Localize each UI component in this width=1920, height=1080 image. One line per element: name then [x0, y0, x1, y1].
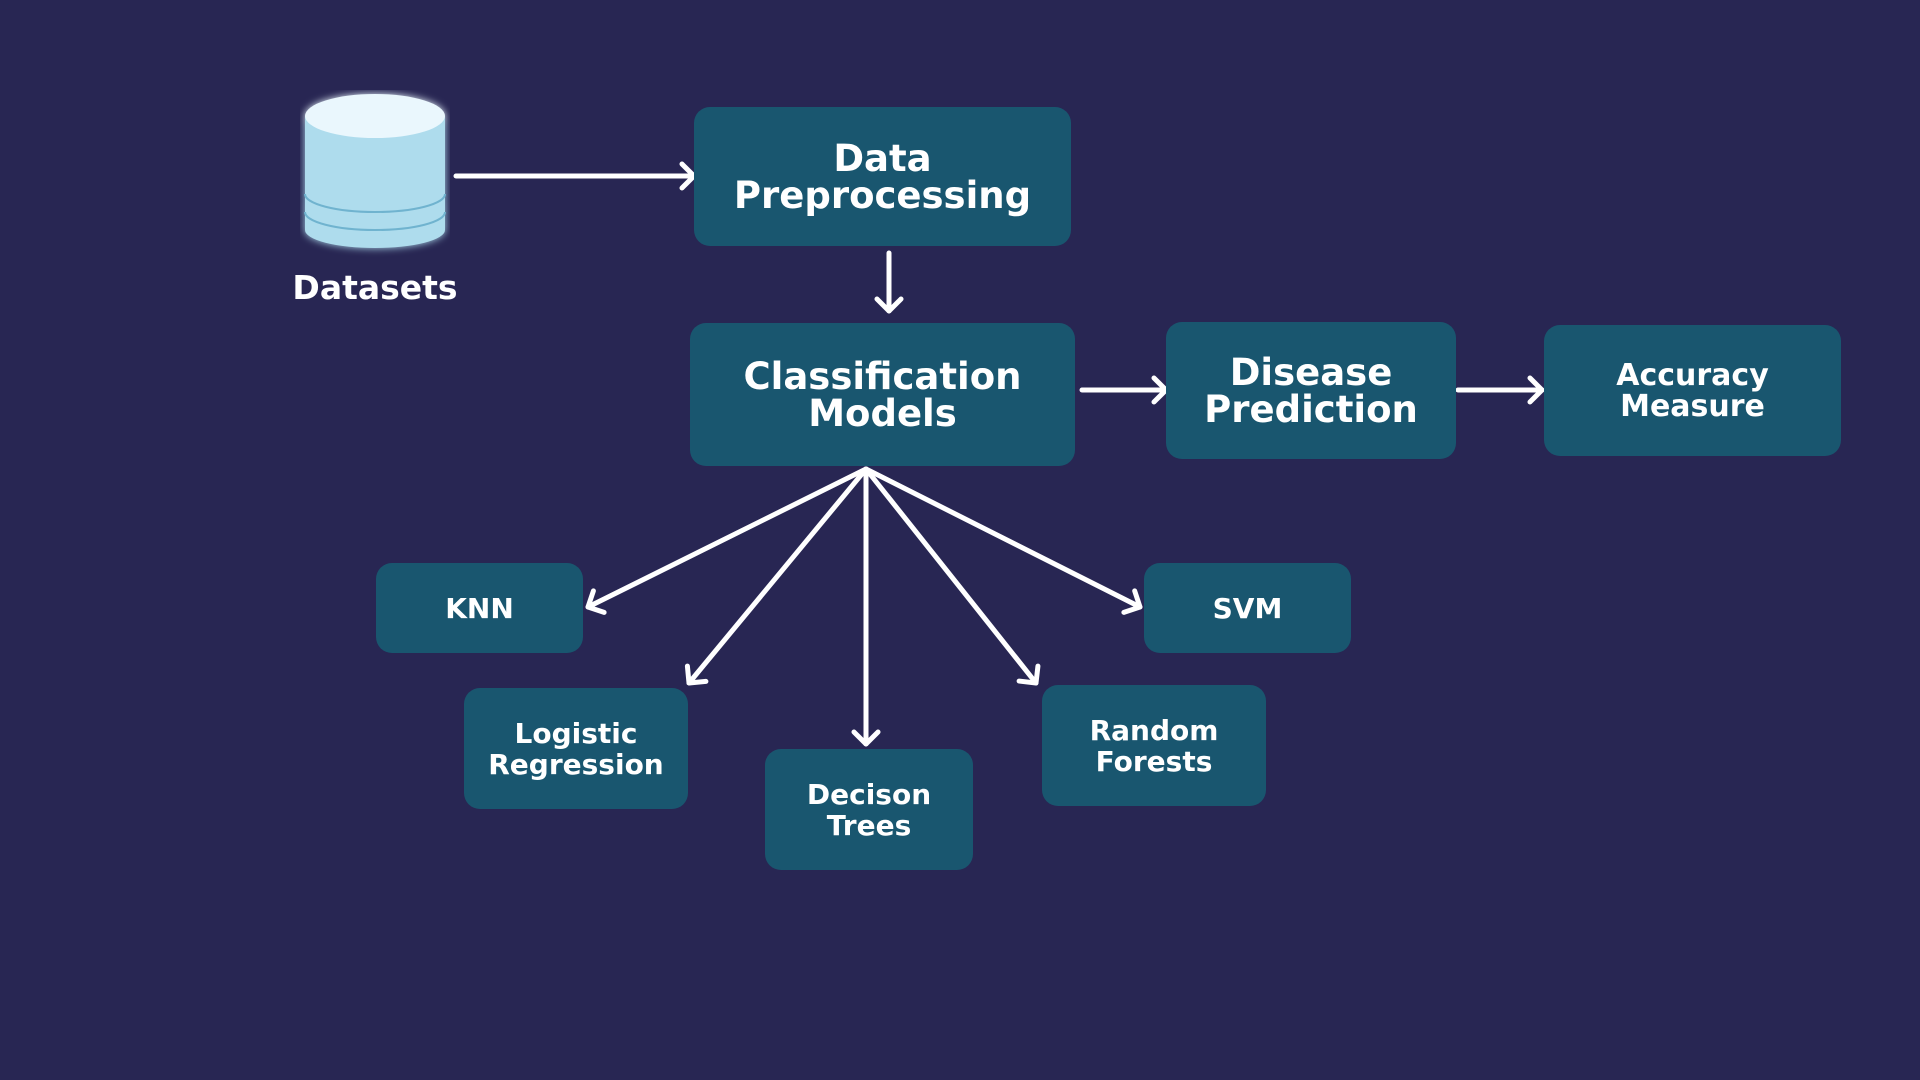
random-forests-label: Random Forests — [1089, 713, 1219, 778]
disease-prediction-label: Disease Prediction — [1204, 350, 1418, 431]
logistic-regression-node: Logistic Regression — [464, 688, 688, 809]
svm-label: SVM — [1212, 591, 1283, 625]
decision-trees-node: Decison Trees — [765, 749, 973, 870]
decision-trees-label: Decison Trees — [806, 777, 932, 842]
database-top — [305, 94, 445, 138]
accuracy-measure-label: Accuracy Measure — [1616, 357, 1769, 424]
edge-line — [863, 466, 1039, 686]
knn-label: KNN — [445, 591, 514, 625]
classification-models-node: Classification Models — [690, 323, 1075, 466]
edge-classification-models-to-svm — [863, 466, 1143, 615]
accuracy-measure-node: Accuracy Measure — [1544, 325, 1841, 456]
edge-line — [585, 466, 869, 610]
arrowhead-icon — [851, 729, 881, 747]
edge-line — [863, 466, 1143, 610]
arrowhead-icon — [585, 588, 607, 615]
logistic-regression-label: Logistic Regression — [488, 716, 664, 781]
random-forests-node: Random Forests — [1042, 685, 1266, 806]
edge-classification-models-to-disease-prediction — [1079, 375, 1169, 405]
edge-classification-models-to-logistic-regression — [684, 466, 869, 686]
edge-classification-models-to-random-forests — [863, 466, 1041, 686]
edge-classification-models-to-knn — [585, 466, 869, 615]
arrowhead-icon — [684, 663, 709, 686]
arrowhead-icon — [874, 296, 904, 314]
classification-models-label: Classification Models — [743, 354, 1022, 435]
svm-node: SVM — [1144, 563, 1351, 653]
database-ring-1 — [304, 193, 446, 213]
edge-line — [686, 466, 869, 686]
database-shape — [304, 94, 446, 248]
edge-classification-models-to-decision-trees — [851, 466, 881, 747]
edge-data-preprocessing-to-classification-models — [874, 250, 904, 314]
database-ring-2 — [304, 211, 446, 231]
knn-node: KNN — [376, 563, 583, 653]
arrowhead-icon — [1527, 375, 1545, 405]
arrowhead-icon — [1121, 588, 1143, 615]
edge-datasets-to-data-preprocessing — [453, 161, 697, 191]
data-preprocessing-label: Data Preprocessing — [733, 136, 1032, 217]
arrowhead-icon — [1016, 663, 1041, 686]
edge-disease-prediction-to-accuracy-measure — [1455, 375, 1545, 405]
data-preprocessing-node: Data Preprocessing — [694, 107, 1071, 246]
datasets-label: Datasets — [292, 268, 458, 307]
disease-prediction-node: Disease Prediction — [1166, 322, 1456, 459]
database-icon — [304, 94, 446, 248]
